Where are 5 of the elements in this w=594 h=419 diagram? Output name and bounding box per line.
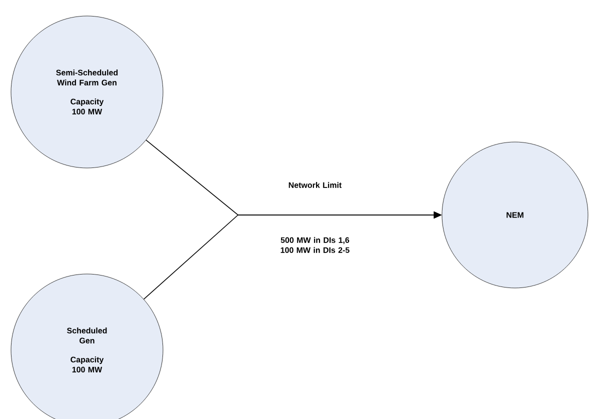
circle-node: Semi-Scheduled Wind Farm Gen Capacity 100 MW (10, 16, 164, 168)
circle-node: NEM (442, 142, 588, 288)
annotation-text: 500 MW in DIs 1,6 100 MW in DIs 2-5 (280, 237, 350, 253)
circle-node: Scheduled Gen Capacity 100 MW (10, 274, 164, 419)
annotation-text: Network Limit (288, 182, 342, 188)
